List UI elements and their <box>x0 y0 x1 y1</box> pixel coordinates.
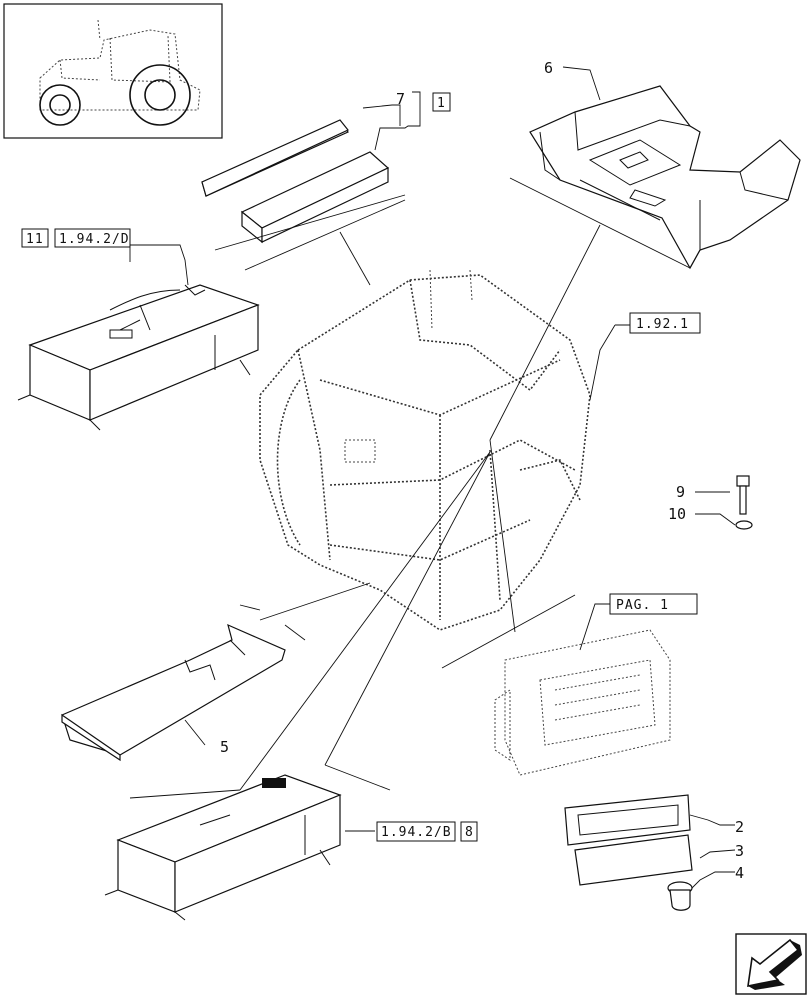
part-6-floor-mat <box>529 85 801 270</box>
ref-box-pag-1 <box>609 593 698 615</box>
next-page-arrow-icon[interactable] <box>735 933 807 995</box>
label-ref-1-92-1: 1.92.1 <box>636 317 689 332</box>
label-5: 5 <box>220 738 229 756</box>
parts-2-3-inserts <box>564 794 693 886</box>
part-headliner <box>494 629 671 776</box>
part-8-heater-box <box>104 774 342 921</box>
parts-9-10-bolt-washer <box>735 475 753 530</box>
label-8: 8 <box>465 825 474 840</box>
part-4-clip <box>667 881 693 911</box>
ref-box-1-92-1 <box>629 312 701 334</box>
label-11: 11 <box>26 232 44 247</box>
label-7: 7 <box>396 90 405 108</box>
cab-frame <box>259 269 591 631</box>
label-10: 10 <box>668 505 686 523</box>
label-3: 3 <box>735 842 744 860</box>
tractor-thumbnail <box>3 3 223 139</box>
ref-box-1-94-2-d <box>54 228 131 248</box>
label-ref-1-94-2-b: 1.94.2/B <box>381 825 452 840</box>
label-1: 1 <box>437 96 446 111</box>
ref-box-8 <box>460 821 478 842</box>
part-5-floor-channel <box>61 623 286 762</box>
part-11-heater-box <box>17 284 260 431</box>
part-7-panels <box>201 119 390 244</box>
label-2: 2 <box>735 818 744 836</box>
ref-box-11 <box>21 228 49 248</box>
label-9: 9 <box>676 483 685 501</box>
label-6: 6 <box>544 59 553 77</box>
ref-box-1 <box>432 92 451 112</box>
label-4: 4 <box>735 864 744 882</box>
ref-box-1-94-2-b <box>376 821 456 842</box>
label-ref-pag-1: PAG. 1 <box>616 598 669 613</box>
label-ref-1-94-2-d: 1.94.2/D <box>59 232 130 247</box>
